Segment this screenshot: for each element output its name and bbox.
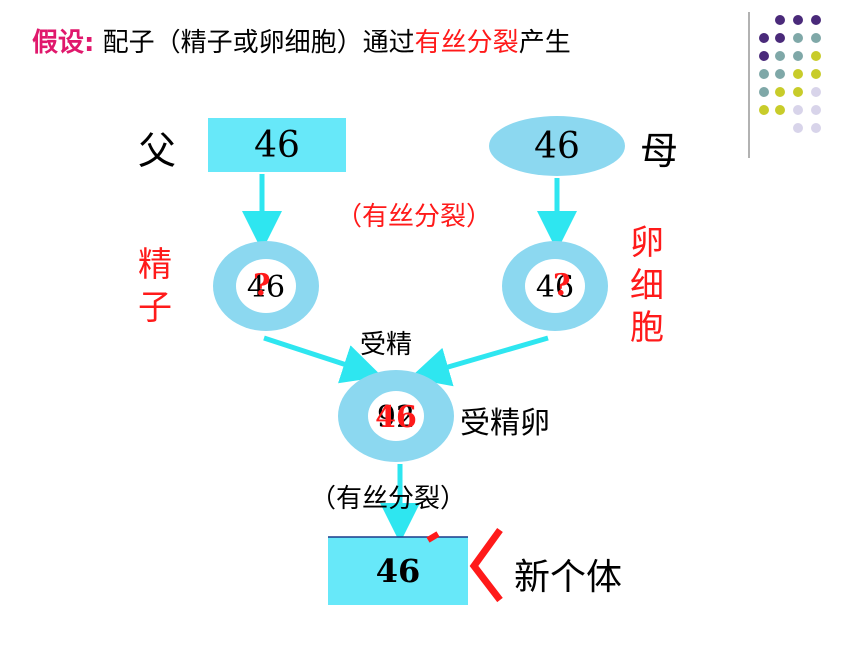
sperm-question-mark: ?	[253, 268, 271, 303]
fertilization-label: 受精	[360, 330, 413, 360]
red-mark-left	[426, 531, 440, 543]
mother-value: 46	[534, 126, 580, 167]
division-label-top: （有丝分裂）	[336, 202, 493, 232]
decorative-dot-grid	[748, 12, 821, 158]
mother-label: 母	[640, 129, 679, 173]
egg-nucleus	[525, 259, 585, 313]
egg-question-mark: ?	[553, 268, 571, 303]
offspring-value: 46	[375, 552, 421, 590]
father-box	[208, 118, 346, 172]
egg-value: 46	[535, 270, 575, 305]
arrow-egg-zygote	[409, 335, 549, 387]
father-label: 父	[138, 129, 177, 173]
zygote-label: 受精卵	[460, 406, 550, 441]
division-label-bottom: （有丝分裂）	[310, 484, 467, 514]
zygote-value-46: 46	[375, 400, 417, 435]
slide-title: 假设: 配子（精子或卵细胞）通过有丝分裂产生	[32, 22, 571, 59]
father-value: 46	[254, 125, 300, 166]
sperm-label: 精子	[138, 245, 172, 328]
sperm-value: 46	[246, 270, 286, 305]
red-chevron	[469, 527, 503, 603]
title-lead: 假设:	[32, 28, 95, 58]
zygote-value-92: 92	[376, 400, 416, 435]
mother-ellipse	[489, 116, 625, 176]
title-text-2: 产生	[518, 28, 571, 58]
offspring-label: 新个体	[514, 557, 623, 598]
title-highlight: 有丝分裂	[414, 28, 519, 58]
title-text-1: 配子（精子或卵细胞）通过	[94, 28, 415, 58]
egg-label: 卵细胞	[630, 223, 664, 348]
arrow-sperm-zygote	[263, 335, 383, 384]
zygote-nucleus	[368, 391, 424, 441]
offspring-box	[328, 537, 468, 605]
sperm-nucleus	[236, 259, 296, 313]
dot-grid	[759, 15, 821, 133]
